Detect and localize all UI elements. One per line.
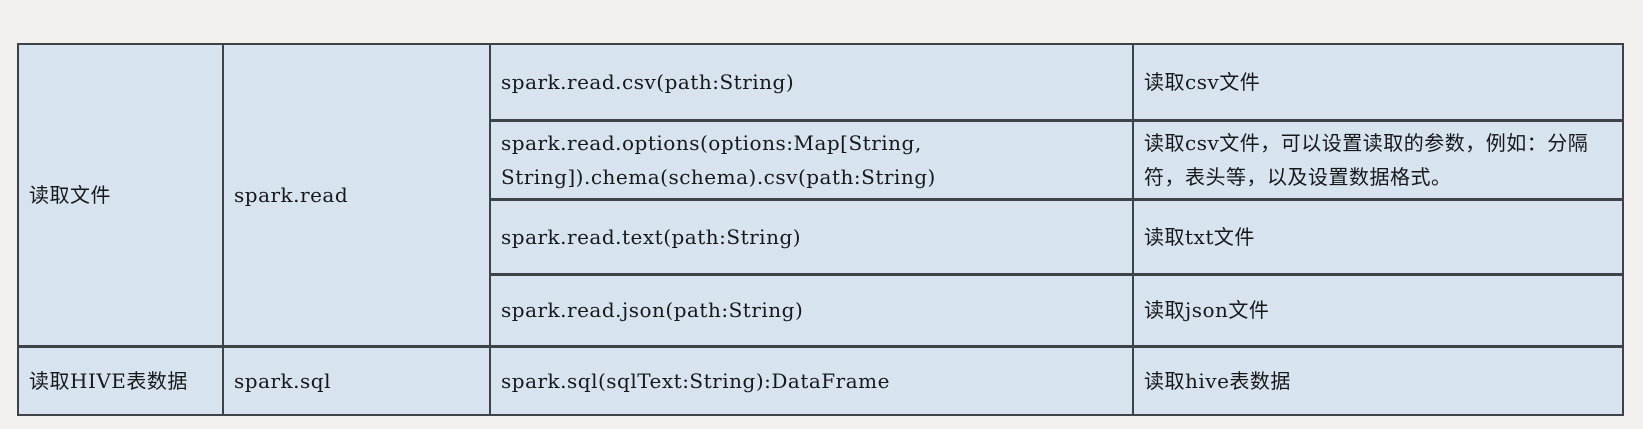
description-cell: 读取csv文件，可以设置读取的参数，例如：分隔符，表头等，以及设置数据格式。 — [1132, 118, 1624, 200]
table-row: 读取文件 spark.read spark.read.csv(path:Stri… — [17, 43, 1624, 347]
signature-cell: spark.read.csv(path:String) — [489, 43, 1134, 121]
description-cell: 读取csv文件 — [1132, 43, 1624, 121]
description-cell: 读取txt文件 — [1132, 197, 1624, 275]
signature-cell: spark.read.text(path:String) — [489, 197, 1134, 275]
signature-cell: spark.read.json(path:String) — [489, 272, 1134, 347]
description-cell: 读取hive表数据 — [1132, 344, 1624, 416]
table-row: spark.read.json(path:String) 读取json文件 — [18, 272, 1624, 347]
signature-cell: spark.sql(sqlText:String):DataFrame — [489, 344, 1134, 416]
api-cell: spark.sql — [222, 344, 491, 416]
table-row: 读取HIVE表数据 spark.sql spark.sql(sqlText:St… — [17, 344, 1624, 416]
table-row: spark.read.options(options:Map[String, S… — [18, 118, 1624, 200]
description-cell: 读取json文件 — [1132, 272, 1624, 347]
category-cell: 读取HIVE表数据 — [17, 344, 224, 416]
api-cell: spark.read — [222, 43, 491, 347]
spark-read-api-table: 读取文件 spark.read spark.read.csv(path:Stri… — [17, 43, 1624, 416]
signature-cell: spark.read.options(options:Map[String, S… — [489, 118, 1134, 200]
category-cell: 读取文件 — [17, 43, 224, 347]
table-row: spark.read.text(path:String) 读取txt文件 — [18, 197, 1624, 275]
